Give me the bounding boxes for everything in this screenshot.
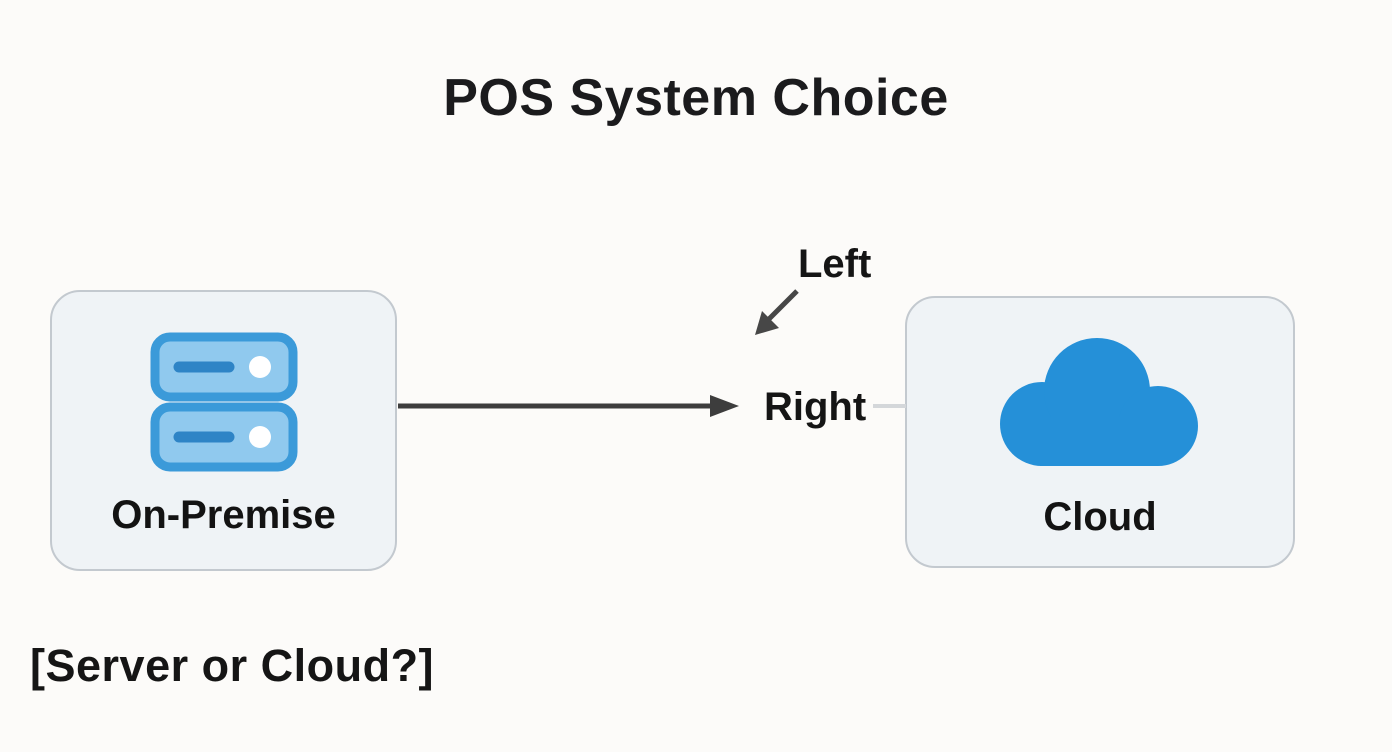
node-label-cloud: Cloud <box>1043 495 1157 539</box>
node-label-on-premise: On-Premise <box>111 493 336 537</box>
server-icon <box>149 326 299 477</box>
node-on-premise: On-Premise <box>50 290 397 571</box>
diagram-title: POS System Choice <box>443 69 949 127</box>
cloud-icon <box>990 327 1210 479</box>
edge-label-left: Left <box>798 242 872 286</box>
caption: [Server or Cloud?] <box>30 640 435 691</box>
edge-label-right: Right <box>764 385 867 429</box>
node-cloud: Cloud <box>905 296 1295 568</box>
